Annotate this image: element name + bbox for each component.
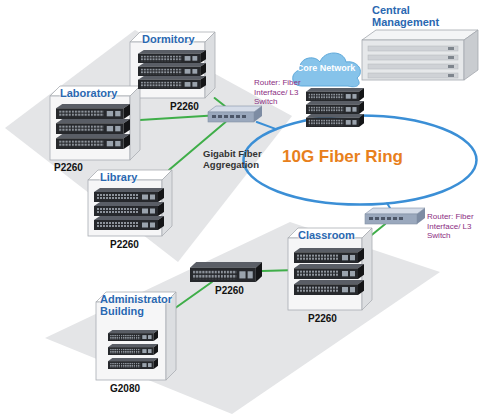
fiber-link	[262, 269, 288, 272]
building-name: Laboratory	[60, 87, 140, 99]
router-port	[393, 217, 397, 220]
network-node: Administrator BuildingG2080	[96, 292, 176, 380]
model-label: P2260	[308, 313, 358, 324]
network-node: Router: Fiber Interface/ L3 Switch	[365, 208, 425, 224]
server-led	[448, 74, 454, 77]
switch-icon	[56, 119, 130, 134]
building-side	[205, 32, 215, 98]
router-side	[417, 208, 425, 224]
node-outline	[190, 262, 262, 282]
router-port	[369, 217, 373, 220]
switch-icon	[294, 264, 364, 279]
fiber-link	[257, 122, 276, 129]
building-name: Central Management	[372, 4, 472, 28]
fiber-link	[215, 98, 225, 106]
router-port	[218, 115, 222, 118]
cloud-shape	[293, 53, 361, 87]
server-front	[362, 40, 464, 80]
core-switch-icon	[306, 114, 364, 127]
fiber-link	[140, 116, 208, 120]
building-name: Library	[100, 171, 170, 183]
node-outline	[208, 106, 262, 122]
model-label: G2080	[110, 383, 160, 394]
network-node: LibraryP2260	[88, 170, 172, 236]
router-front	[365, 214, 417, 224]
router-side	[254, 106, 262, 122]
server-bay	[368, 73, 458, 78]
router-port	[224, 115, 228, 118]
switch-icon	[94, 188, 164, 202]
node-outline	[365, 208, 425, 224]
model-label: P2260	[215, 285, 265, 296]
core-switch-icon	[306, 101, 364, 114]
switch-icon	[294, 248, 364, 263]
building-front	[288, 238, 362, 310]
server-led	[448, 65, 454, 68]
building-side	[362, 228, 372, 310]
router-top	[365, 208, 425, 214]
switch-icon	[138, 50, 206, 63]
aggregation-label: Gigabit Fiber Aggregation	[203, 148, 265, 170]
ring-label: 10G Fiber Ring	[282, 147, 422, 167]
switch-icon	[108, 330, 158, 341]
router-port	[381, 217, 385, 220]
switch-icon	[138, 76, 206, 89]
server-bay	[368, 46, 458, 51]
server-led	[448, 47, 454, 50]
switch-icon	[138, 63, 206, 76]
server-bay	[368, 64, 458, 69]
router-port	[375, 217, 379, 220]
network-node: DormitoryP2260	[130, 32, 215, 98]
router-port	[399, 217, 403, 220]
router-port	[242, 115, 246, 118]
router-port	[236, 115, 240, 118]
network-node: Central Management	[362, 4, 478, 80]
switch-icon	[294, 280, 364, 295]
switch-icon	[108, 344, 158, 355]
router-port	[387, 217, 391, 220]
server-bay	[368, 55, 458, 60]
building-front	[88, 180, 162, 236]
node-label: Core Network	[292, 63, 360, 74]
router-port	[230, 115, 234, 118]
router-top	[208, 106, 262, 112]
server-led	[448, 56, 454, 59]
server-top	[362, 30, 478, 40]
building-side	[130, 86, 140, 160]
router-label: Router: Fiber Interface/ L3 Switch	[254, 78, 310, 107]
building-front	[50, 96, 130, 160]
fiber-link	[176, 282, 212, 308]
building-name: Classroom	[298, 229, 372, 241]
switch-icon	[56, 104, 130, 119]
fiber-link	[372, 224, 385, 235]
switch-icon	[94, 202, 164, 216]
network-node: ClassroomP2260	[288, 228, 372, 310]
network-node: Router: Fiber Interface/ L3 Switch	[208, 106, 262, 122]
network-node: P2260	[190, 262, 262, 282]
router-label: Router: Fiber Interface/ L3 Switch	[427, 212, 481, 241]
model-label: P2260	[110, 239, 160, 250]
core-switch-icon	[306, 88, 364, 101]
campus-platform	[45, 222, 440, 414]
server-side	[464, 30, 478, 80]
network-node: 10G Fiber Ring	[242, 114, 478, 206]
building-side	[166, 292, 176, 380]
router-front	[208, 112, 254, 122]
building-name: Administrator Building	[100, 293, 180, 317]
network-node: LaboratoryP2260	[50, 86, 140, 160]
switch-shape	[190, 262, 262, 282]
building-front	[130, 42, 205, 98]
building-name: Dormitory	[142, 33, 212, 45]
switch-icon	[108, 358, 158, 369]
switch-icon	[56, 134, 130, 149]
switch-icon	[94, 216, 164, 230]
fiber-ring	[244, 116, 477, 205]
router-port	[212, 115, 216, 118]
building-side	[162, 170, 172, 236]
